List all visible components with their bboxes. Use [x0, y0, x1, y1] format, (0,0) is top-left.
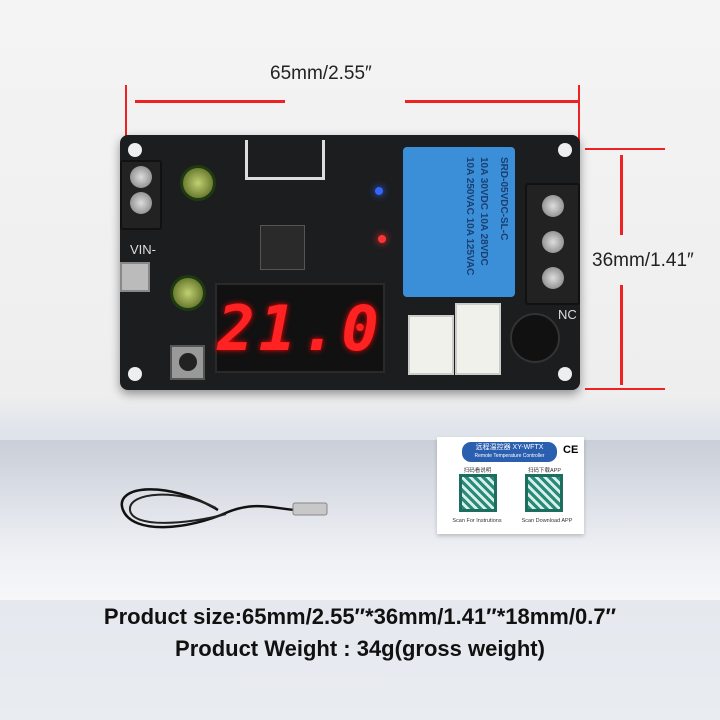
width-label: 65mm/2.55″ — [270, 63, 372, 84]
width-arrow-left — [135, 100, 285, 103]
width-guide-right — [578, 85, 580, 145]
qr-info-card: 远程温控器 XY-WFTX Remote Temperature Control… — [437, 437, 584, 534]
qr-left-label-cn: 扫码看说明 — [463, 468, 492, 474]
micro-usb-port — [120, 262, 150, 292]
qr-code-instructions[interactable] — [459, 474, 497, 512]
buzzer — [510, 313, 560, 363]
caption-weight: Product Weight : 34g(gross weight) — [175, 636, 545, 661]
silk-vin: VIN- — [130, 242, 156, 257]
temperature-probe — [120, 488, 328, 529]
sensor-connector — [455, 303, 501, 375]
capacitor — [180, 165, 216, 201]
probe-tip — [292, 502, 328, 516]
input-terminal-block — [120, 160, 162, 230]
qr-right-label-cn: 扫码下载APP — [527, 468, 561, 474]
width-arrow-right — [405, 100, 580, 103]
temperature-readout: 21.0 — [217, 291, 383, 365]
mount-hole — [128, 143, 142, 157]
height-guide-bottom — [585, 388, 665, 390]
height-arrow-top — [620, 155, 623, 235]
height-guide-top — [585, 148, 665, 150]
height-label: 36mm/1.41″ — [592, 250, 694, 271]
card-header: 远程温控器 XY-WFTX Remote Temperature Control… — [462, 442, 557, 462]
wifi-antenna — [245, 140, 325, 180]
capacitor — [170, 275, 206, 311]
sensor-connector — [408, 315, 454, 375]
mount-hole — [558, 143, 572, 157]
caption-size: Product size:65mm/2.55″*36mm/1.41″*18mm/… — [103, 604, 617, 629]
controller-board: VIN- 21.0 SRD-05VDC-SL-C 10A 30VDC 10A 2… — [120, 135, 580, 390]
ce-mark: CE — [563, 444, 579, 456]
relay: SRD-05VDC-SL-C 10A 30VDC 10A 28VDC 10A 2… — [403, 147, 515, 297]
output-terminal-block — [525, 183, 580, 305]
qr-right-label-en: Scan Download APP — [521, 518, 573, 524]
probe-cable — [120, 488, 299, 529]
blue-led — [375, 187, 383, 195]
microcontroller-chip — [260, 225, 305, 270]
mount-hole — [128, 367, 142, 381]
qr-code-app[interactable] — [525, 474, 563, 512]
silk-nc: NC — [558, 307, 577, 322]
height-arrow-bottom — [620, 285, 623, 385]
qr-left-label-en: Scan For Instrutions — [452, 518, 502, 524]
width-guide-left — [125, 85, 127, 145]
display-shelf — [0, 440, 720, 600]
red-led — [378, 235, 386, 243]
push-button[interactable] — [170, 345, 205, 380]
mount-hole — [558, 367, 572, 381]
led-display: 21.0 — [215, 283, 385, 373]
